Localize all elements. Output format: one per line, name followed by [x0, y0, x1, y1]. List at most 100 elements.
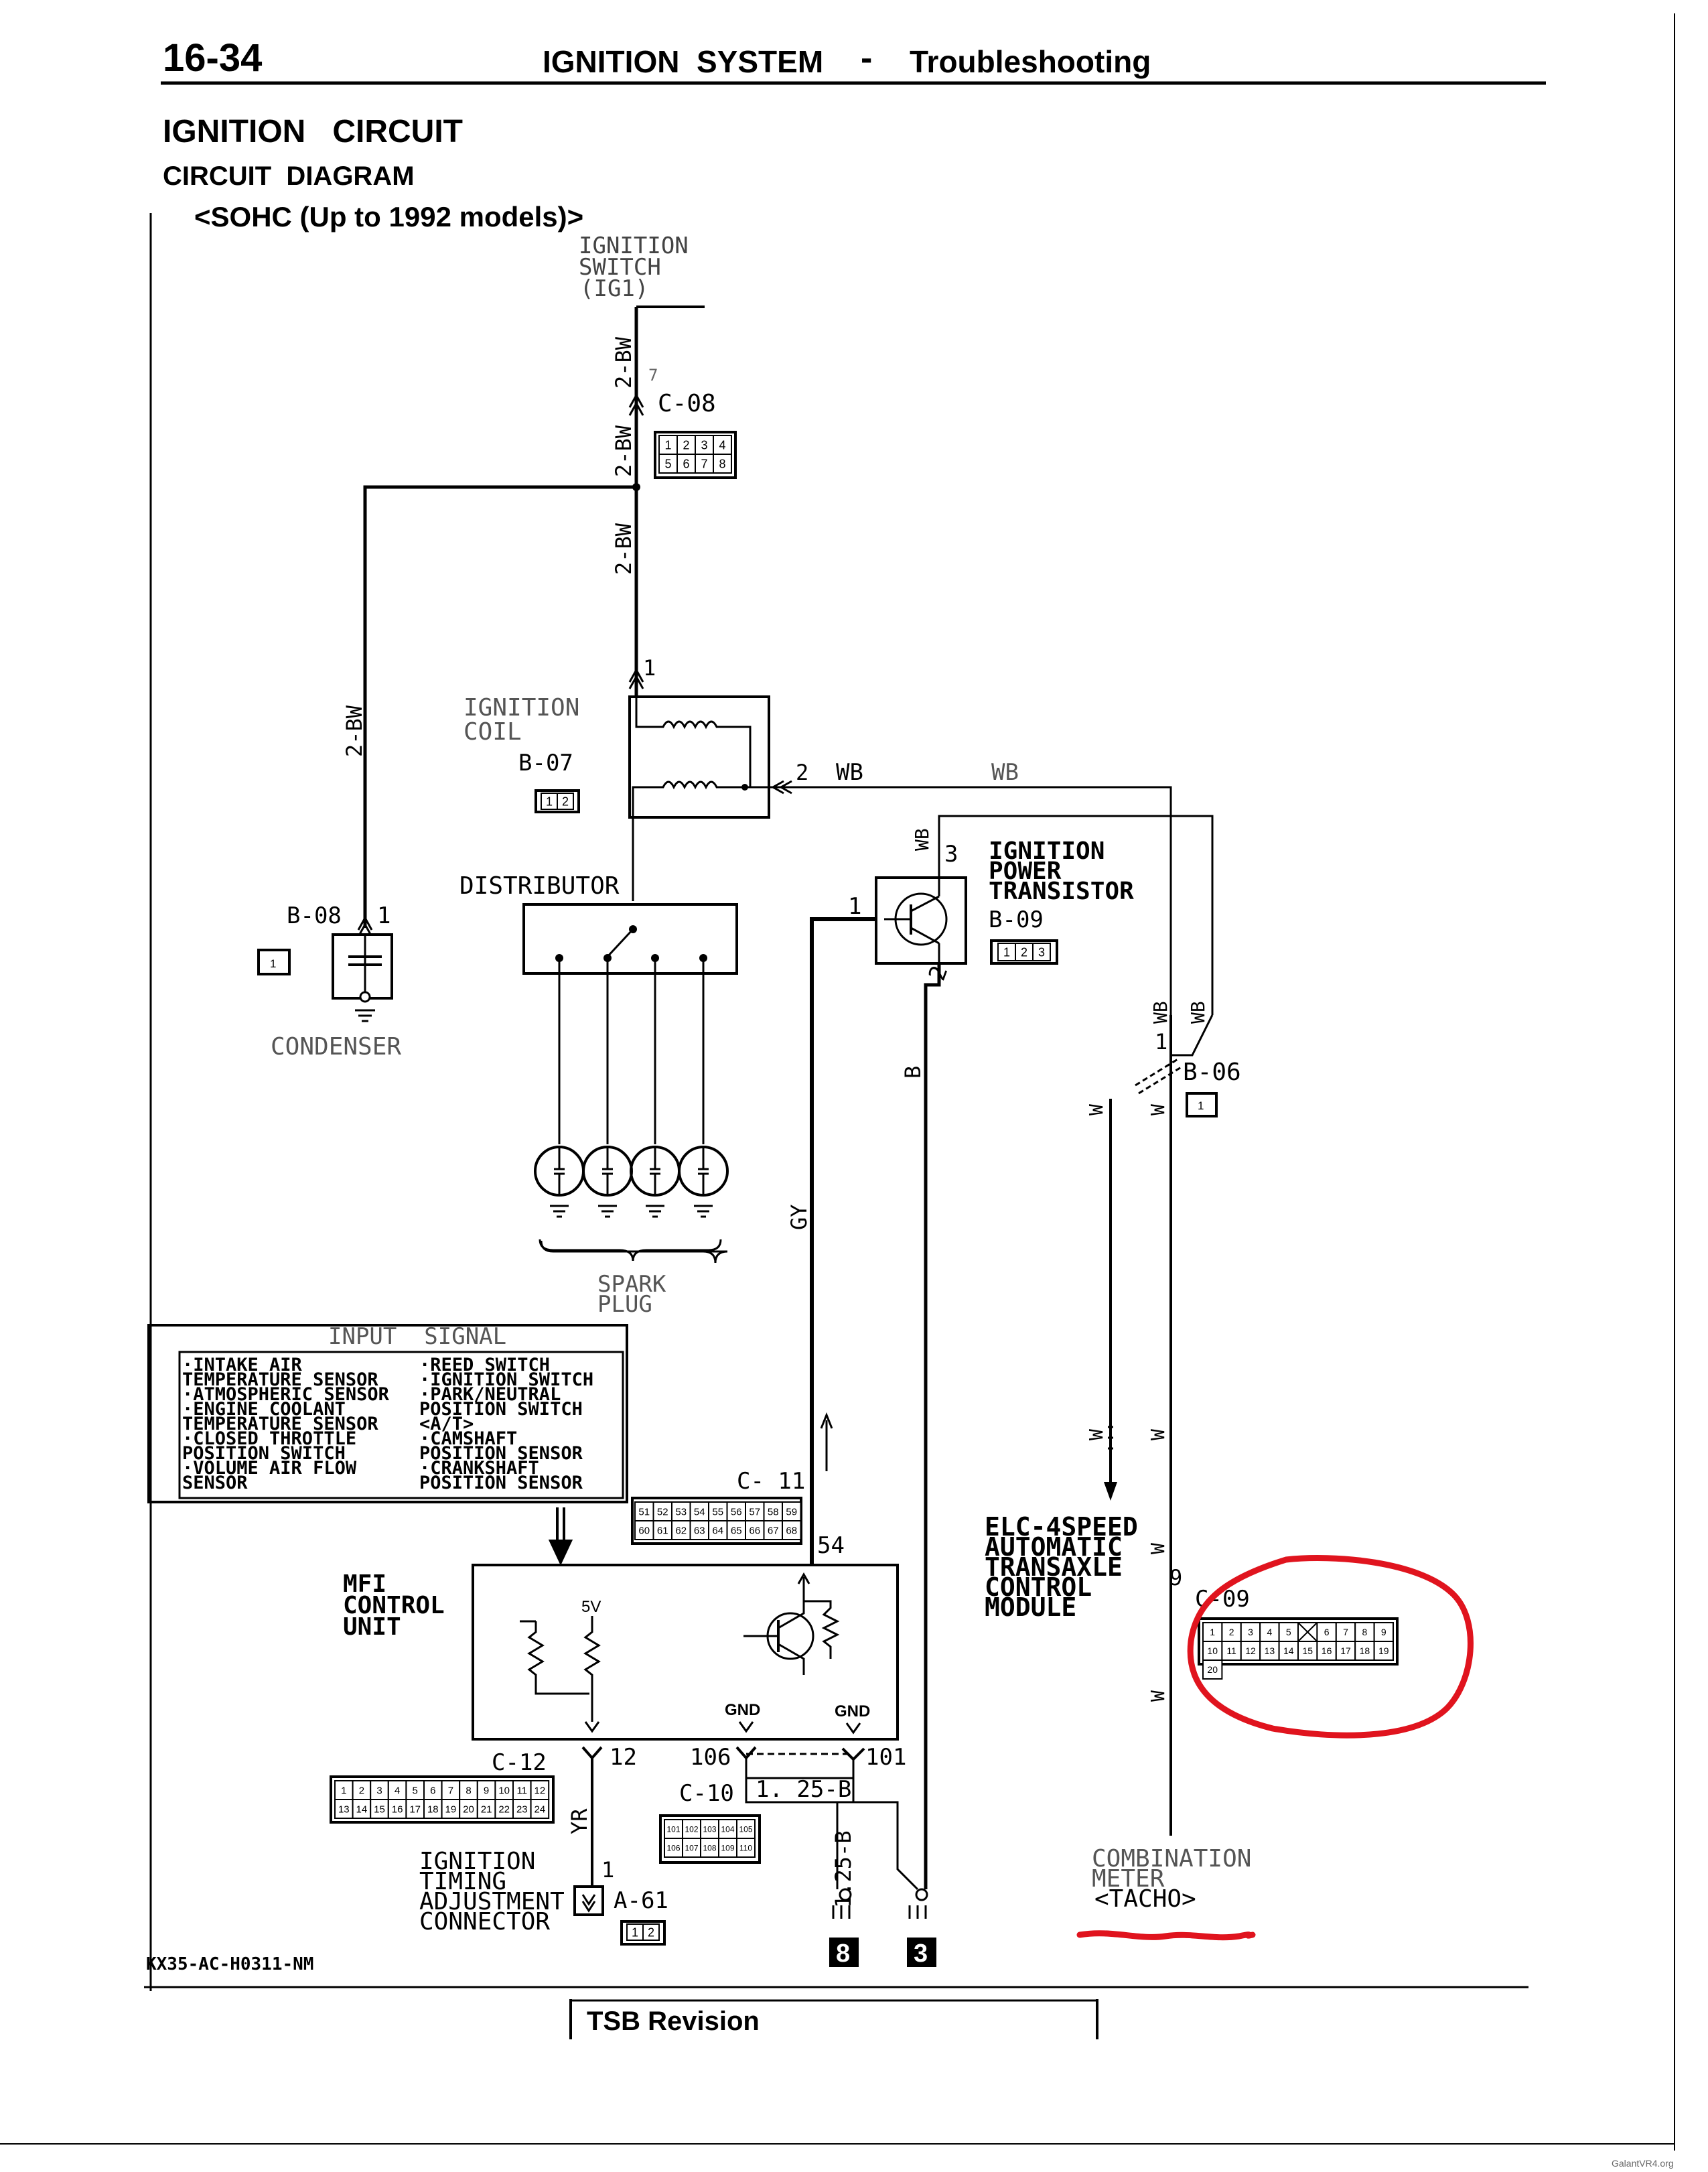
wire-label-wb-2: WB [991, 759, 1019, 786]
spark-plug-gap [602, 1147, 613, 1195]
connector-pin-cell [1221, 1622, 1242, 1642]
connector-pin-cell [352, 1799, 372, 1819]
connector-pin-number: 2 [683, 438, 689, 452]
connector-pin-cell [494, 1780, 514, 1800]
connector-pin-number: 55 [712, 1506, 723, 1517]
connector-pin-cell [713, 435, 732, 455]
connector-pin-cell [1221, 1641, 1242, 1661]
transistor-emitter [910, 927, 940, 945]
input-signal-inner [178, 1351, 624, 1499]
connector-pin-number: 109 [721, 1843, 734, 1852]
timing-line-1: IGNITION [419, 1848, 535, 1875]
connector-pin-number: 52 [657, 1506, 668, 1517]
coil-primary-winding [635, 697, 752, 789]
ignition-power-transistor-line-2: POWER [989, 858, 1062, 885]
coil-box [628, 695, 770, 819]
pin-106: 106 [690, 1744, 731, 1771]
connector-pin-number: 1 [1210, 1627, 1215, 1637]
wire-label-w-5: W [1085, 1104, 1107, 1115]
wb-wire-to-b06 [776, 786, 1172, 1015]
connector-arrow-b08 [357, 915, 373, 937]
connector-pin-number: 5 [1286, 1627, 1291, 1637]
connector-pin-cell [557, 793, 574, 810]
spark-plug-line-1: SPARK [597, 1271, 666, 1298]
pin-1-coil: 1 [643, 655, 656, 681]
wire-label-bw-2: 2-BW [611, 425, 636, 477]
connector-pin-number: 103 [703, 1824, 716, 1834]
connector-pin-cell [423, 1780, 443, 1800]
connector-pin-number: 3 [1248, 1627, 1253, 1637]
input-signal-item: POSITION SWITCH [182, 1443, 346, 1464]
wire-label-gy: GY [786, 1204, 812, 1230]
connector-pin-number: 18 [1360, 1645, 1370, 1656]
connector-b06: WB WB 1 B-06 1 [1135, 1001, 1241, 1117]
b-wire-transistor [924, 963, 941, 1889]
connector-pin-number: 1 [546, 795, 553, 808]
mfi-control-unit: MFI CONTROL UNIT 5V GND GND [343, 1534, 899, 1741]
mfi-resistor-2 [583, 1616, 601, 1722]
transistor-collector [910, 895, 940, 912]
ignition-coil-line-1: IGNITION [464, 694, 579, 722]
connector-pin-number: 59 [786, 1506, 797, 1517]
connector-arrow-c08 [628, 393, 644, 416]
elc-dash [1108, 1426, 1113, 1450]
connector-label-b06: B-06 [1183, 1059, 1241, 1086]
connector-pin-number: 11 [517, 1785, 528, 1796]
connector-pin-number: 2 [562, 795, 569, 808]
connector-pin-number: 104 [721, 1824, 734, 1834]
connector-pin-number: 7 [1343, 1627, 1348, 1637]
ground-ref-8-box [829, 1938, 859, 1967]
wire-label-w-6: W [1085, 1429, 1107, 1440]
pin-106-mark [735, 1746, 757, 1761]
input-signal-title: INPUT SIGNAL [328, 1323, 506, 1350]
connector-pin-cell [1316, 1641, 1337, 1661]
connector-pin-number: 6 [683, 457, 689, 470]
connector-pin-number: 19 [1378, 1645, 1389, 1656]
connector-pin-cell [782, 1501, 802, 1521]
connector-pin-number: 57 [749, 1506, 760, 1517]
connector-pin-number: 63 [694, 1525, 705, 1536]
connector-pin-number: 65 [731, 1525, 742, 1536]
tsb-revision-box: TSB Revision [569, 1999, 1098, 2039]
connector-pin-number: 64 [712, 1525, 723, 1536]
ground-ref-8: 8 [836, 1940, 850, 1968]
connector-label-a61: A-61 [614, 1887, 668, 1914]
connector-pin-number: 6 [1324, 1627, 1330, 1637]
connector-pin-number: 56 [731, 1506, 742, 1517]
input-signal-item: ·PARK/NEUTRAL [419, 1384, 561, 1405]
condenser-body [332, 933, 393, 1000]
pin-b08: 1 [270, 957, 276, 970]
wire-label-wb-5: WB [1187, 1001, 1209, 1024]
connector-pin-number: 8 [466, 1785, 471, 1796]
yr-wire [581, 1746, 603, 1896]
distributor: DISTRIBUTOR SPARK PLUG [459, 872, 738, 1318]
input-signal-item: ·IGNITION SWITCH [419, 1369, 593, 1390]
combination-meter-line-3: <TACHO> [1094, 1885, 1196, 1913]
distributor-terminals [555, 954, 707, 1144]
variant-label: <SOHC (Up to 1992 models)> [194, 201, 583, 232]
input-signal-item: ·CRANKSHAFT [419, 1458, 539, 1479]
input-signal-item: POSITION SENSOR [419, 1473, 583, 1493]
connector-pin-number: 9 [1381, 1627, 1386, 1637]
wire-label-bw-1: 2-BW [611, 336, 636, 389]
connector-pin-number: 107 [685, 1843, 698, 1852]
elc-line-4: CONTROL [985, 1572, 1092, 1602]
connector-pin-number: 1 [632, 1925, 638, 1939]
connector-label-c12: C-12 [492, 1749, 547, 1776]
connector-pin-number: 101 [666, 1824, 680, 1834]
connector-pin-cell [658, 454, 678, 474]
mfi-12-arrow [584, 1721, 600, 1733]
connector-pin-cell [334, 1799, 354, 1819]
connector-pin-number: 18 [427, 1804, 439, 1815]
distributor-label: DISTRIBUTOR [459, 872, 620, 900]
spark-plug-gap [650, 1147, 660, 1195]
b06-merge [1171, 1014, 1214, 1057]
spark-plug-brace-full [539, 1239, 722, 1262]
mfi-line-3: UNIT [343, 1613, 401, 1641]
